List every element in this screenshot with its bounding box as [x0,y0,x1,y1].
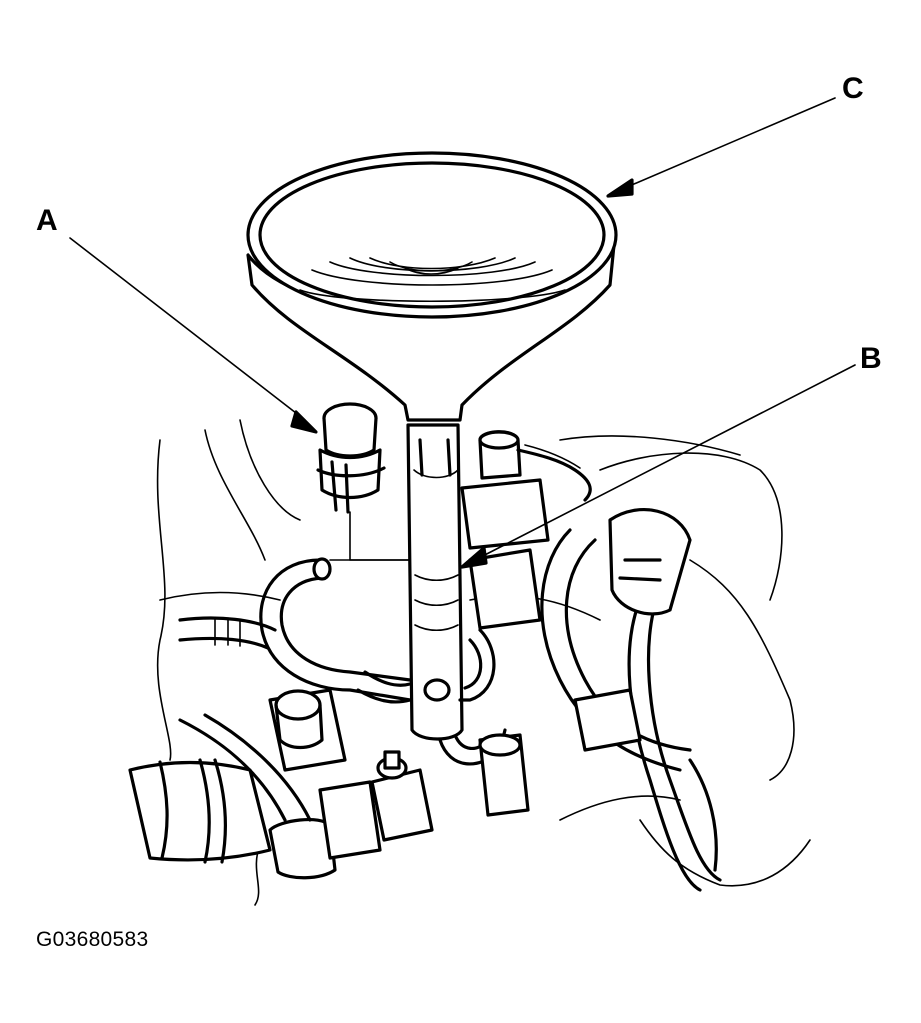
callout-label-c: C [842,72,864,105]
funnel-inner-rings [299,257,566,303]
figure-id: G03680583 [36,928,149,951]
leader-b-arrowhead [460,546,488,569]
part-c-funnel [246,151,618,741]
leader-c-arrowhead [606,178,634,198]
callout-label-a: A [36,204,58,237]
sensor-connector [318,750,434,860]
valve-body [460,430,592,630]
front-breather-tube [356,628,496,704]
part-a-dipstick-cap [316,402,421,561]
right-coolant-hoses [540,508,722,892]
mounting-bolt [268,688,347,772]
callout-leaders [69,97,856,569]
callout-label-b: B [860,342,882,375]
leader-a-arrowhead [290,410,318,434]
return-hose [438,728,530,817]
lower-left-hose [128,758,272,864]
left-vent-hose [178,557,412,702]
